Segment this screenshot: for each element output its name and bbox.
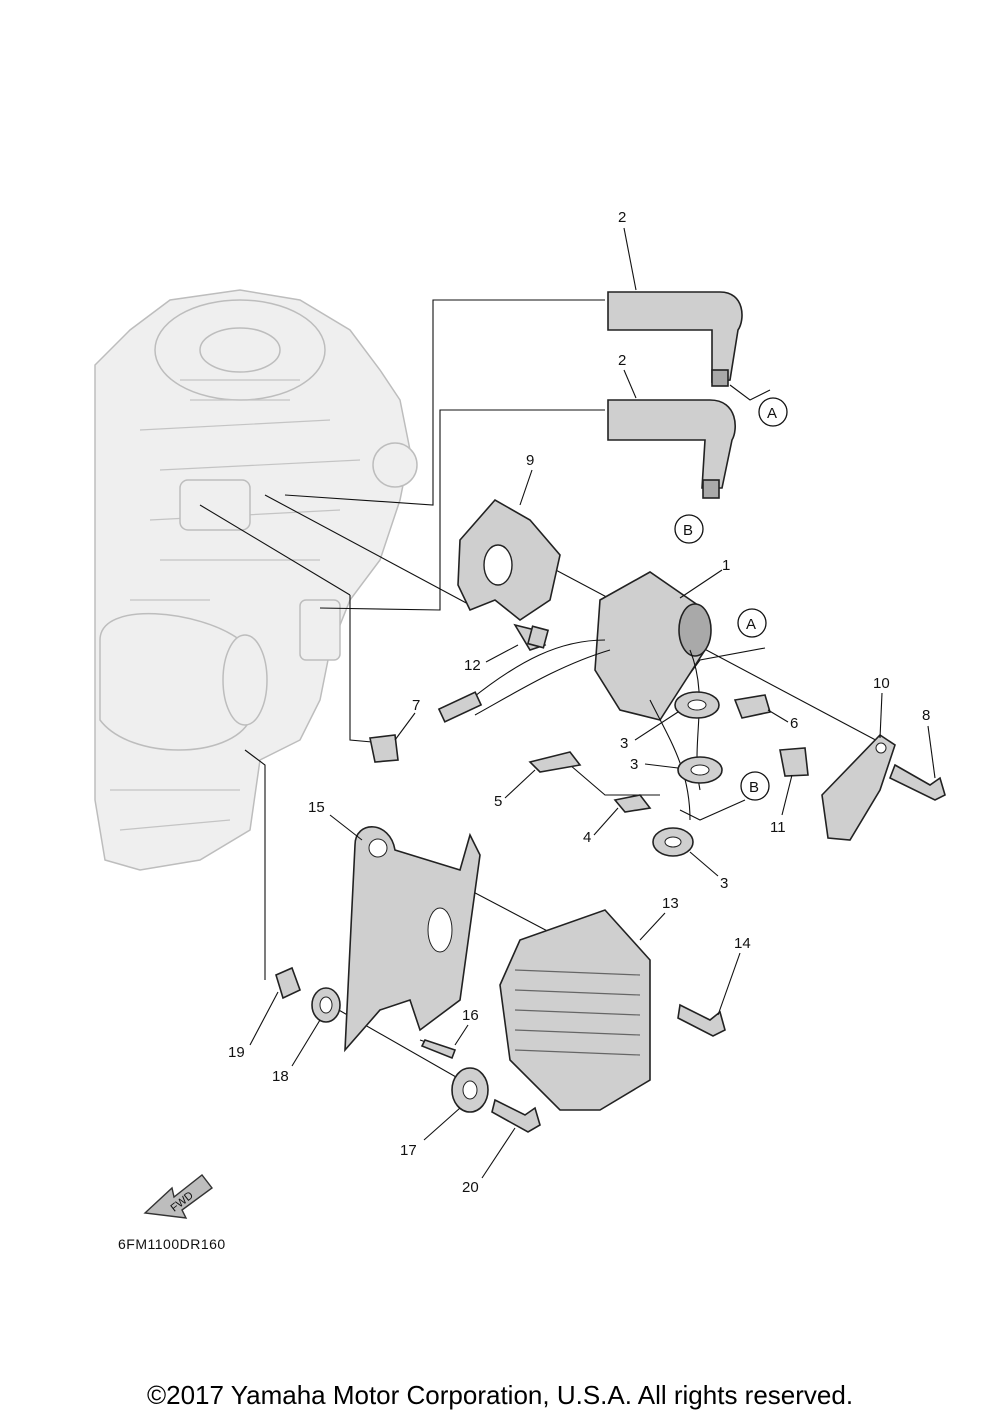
callout-10: 10 — [873, 675, 890, 692]
callout-2-upper: 2 — [618, 209, 626, 226]
clip-7 — [369, 734, 399, 763]
callout-13: 13 — [662, 895, 679, 912]
callout-20: 20 — [462, 1179, 479, 1196]
clip-11 — [779, 747, 809, 777]
callout-11: 11 — [770, 819, 786, 836]
callout-18: 18 — [272, 1068, 289, 1085]
bolt-8 — [888, 763, 946, 801]
callout-17: 17 — [400, 1142, 417, 1159]
ignition-coil — [437, 571, 712, 821]
bracket-15 — [344, 826, 481, 1053]
callout-19: 19 — [228, 1044, 245, 1061]
svg-text:A: A — [746, 616, 756, 633]
callout-2-lower: 2 — [618, 352, 626, 369]
grommet-17 — [451, 1067, 489, 1113]
screw-16 — [420, 1039, 457, 1060]
copyright-notice: ©2017 Yamaha Motor Corporation, U.S.A. A… — [146, 1380, 854, 1410]
rectifier-regulator — [499, 909, 651, 1111]
svg-text:B: B — [683, 522, 693, 539]
plug-cap-lower — [607, 399, 736, 499]
connector-a-lower: A — [737, 608, 767, 638]
grommet-3-middle — [677, 756, 723, 784]
connector-b-upper: B — [674, 514, 704, 544]
fwd-arrow-icon: FWD — [143, 1174, 213, 1219]
callout-7: 7 — [412, 697, 420, 714]
callout-9: 9 — [526, 452, 534, 469]
svg-text:A: A — [767, 405, 777, 422]
collar-19 — [275, 966, 302, 1000]
callout-5: 5 — [494, 793, 502, 810]
grommet-3-upper — [674, 691, 720, 719]
callout-3-lower: 3 — [720, 875, 728, 892]
bracket-9 — [457, 498, 561, 621]
plug-cap-upper — [607, 291, 743, 387]
clip-6 — [733, 694, 772, 719]
callout-14: 14 — [734, 935, 751, 952]
clip-5 — [528, 751, 582, 773]
connector-a-upper: A — [758, 397, 788, 427]
bolt-14 — [677, 1003, 726, 1037]
callout-3-middle: 3 — [630, 756, 638, 773]
callout-12: 12 — [464, 657, 481, 674]
callouts: 2 2 9 1 12 7 10 8 6 3 3 5 11 4 15 3 13 1… — [228, 209, 936, 1196]
callout-1: 1 — [722, 557, 730, 574]
clip-4 — [613, 794, 652, 813]
washer-18 — [311, 987, 341, 1023]
callout-15: 15 — [308, 799, 325, 816]
callout-3-upper: 3 — [620, 735, 628, 752]
bolt-12 — [513, 623, 550, 651]
grommet-3-lower — [652, 827, 694, 857]
engine-block — [94, 289, 418, 871]
diagram-code: 6FM1100DR160 — [118, 1236, 226, 1252]
connector-b-lower: B — [740, 771, 770, 801]
bolt-20 — [491, 1098, 541, 1133]
callout-6: 6 — [790, 715, 798, 732]
plate-10 — [821, 733, 896, 841]
callout-16: 16 — [462, 1007, 479, 1024]
callout-8: 8 — [922, 707, 930, 724]
callout-4: 4 — [583, 829, 591, 846]
svg-text:B: B — [749, 779, 759, 796]
